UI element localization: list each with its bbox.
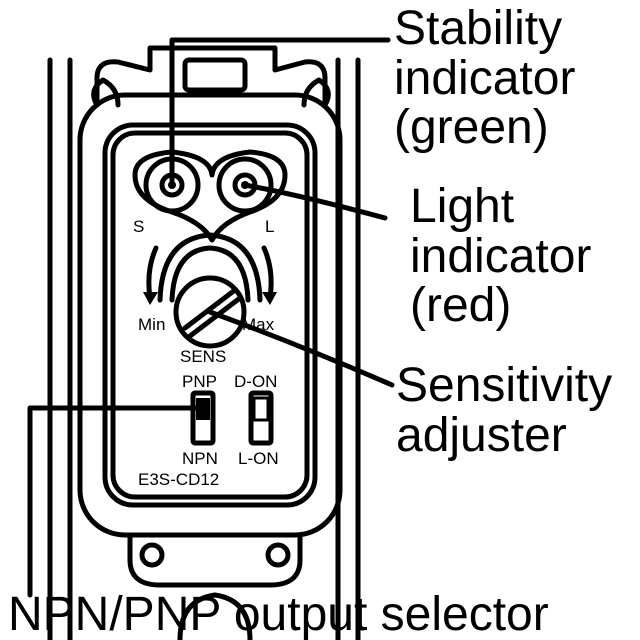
bottom-screw-right xyxy=(265,542,291,568)
mode-switch[interactable] xyxy=(248,390,274,446)
light-indicator-outer xyxy=(216,156,274,214)
knob-surround-inner xyxy=(169,245,251,303)
top-clip-slot xyxy=(182,57,248,93)
knob-slot-a xyxy=(182,287,238,331)
output-selector-switch[interactable] xyxy=(190,390,216,446)
cable-gland xyxy=(177,592,253,640)
npn-label: NPN xyxy=(182,449,218,468)
output-selector-callout: NPN/PNP output selector xyxy=(8,588,549,640)
ccw-arrow xyxy=(146,245,159,301)
panel-frame-inner xyxy=(110,130,310,500)
light-callout-line1: Light xyxy=(410,180,514,233)
outer-body xyxy=(77,92,343,538)
min-label: Min xyxy=(138,315,165,334)
stability-callout-line3: (green) xyxy=(394,101,549,154)
stability-indicator-dot xyxy=(168,181,176,189)
max-label: Max xyxy=(242,315,275,334)
sensitivity-knob[interactable] xyxy=(173,275,247,349)
leader-light xyxy=(242,182,388,221)
don-label: D-ON xyxy=(234,372,277,391)
pnp-label: PNP xyxy=(182,372,217,391)
bottom-connector xyxy=(127,532,303,588)
sensitivity-callout-line1: Sensitivity xyxy=(396,359,612,412)
light-indicator-dot xyxy=(241,181,249,189)
bottom-screw-left xyxy=(139,542,165,568)
lon-label: L-ON xyxy=(238,449,279,468)
leader-output xyxy=(27,405,206,598)
s-label: S xyxy=(133,217,144,236)
stability-callout-line2: indicator xyxy=(394,52,575,105)
leader-stability xyxy=(169,37,391,188)
light-callout-line3: (red) xyxy=(410,279,511,332)
knob-slot-b xyxy=(187,295,243,339)
l-label: L xyxy=(265,217,274,236)
panel-frame xyxy=(102,122,318,508)
light-callout-line2: indicator xyxy=(410,230,591,283)
top-clip xyxy=(94,45,328,108)
output-selector-knob xyxy=(196,398,210,420)
ccw-arrowhead xyxy=(143,292,158,305)
mode-switch-knob xyxy=(252,396,270,422)
knob-surround xyxy=(157,232,263,303)
stability-callout-line1: Stability xyxy=(394,2,562,55)
leader-sensitivity xyxy=(207,309,395,388)
model-label: E3S-CD12 xyxy=(138,470,219,489)
cw-arrowhead xyxy=(262,292,277,305)
sensitivity-callout-line2: adjuster xyxy=(396,409,567,462)
indicator-socket xyxy=(132,149,288,243)
cw-arrow xyxy=(261,245,274,301)
sens-label: SENS xyxy=(180,347,226,366)
